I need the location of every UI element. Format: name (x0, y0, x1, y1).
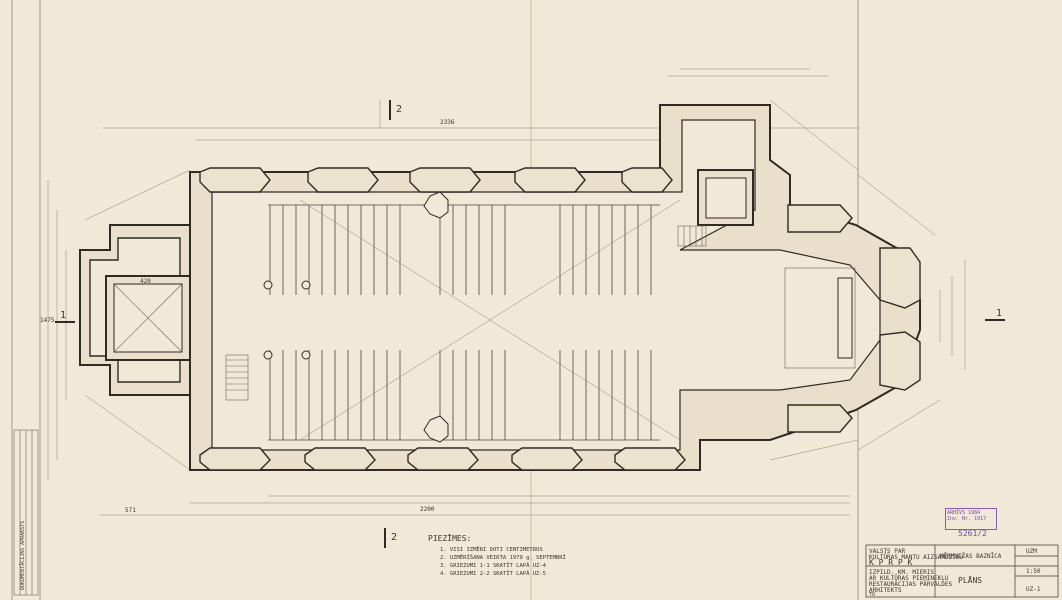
altar (837, 277, 853, 359)
north-window-bays (199, 167, 673, 193)
note-line: 2. UZMĒRĪŠANA VEIKTA 1979 g. SEPTEMBRĪ (440, 554, 566, 561)
side-strip-label: DOKUMENTĀCIJAS APRAKSTS (19, 521, 26, 590)
chancel-stair (677, 225, 707, 247)
note-line: 3. GRIEZUMI 1-1 SKATĪT LAPĀ UZ-4 (440, 562, 547, 569)
stamp-line: Inv. Nr. 1917 (947, 516, 987, 522)
org-line: VALSTS PAR (869, 548, 906, 555)
note-line: 1. VISI IZMĒRI DOTI CENTIMETROS (440, 546, 543, 553)
diagonal-construction-lines (84, 99, 941, 471)
title-block (865, 544, 1059, 598)
section-label: 2 (391, 532, 397, 543)
altar-platform (784, 267, 856, 369)
north-pews (268, 204, 660, 295)
dimension-label: 2200 (420, 506, 435, 513)
bottom-dimension-lines (100, 495, 850, 516)
south-pews (268, 350, 660, 441)
west-stair (225, 354, 249, 401)
author-line: ARHITEKTS (869, 587, 902, 594)
dimension-label: 2336 (440, 119, 455, 126)
stamp-line: ARHĪVS 1984 (947, 510, 981, 516)
south-window-bays (199, 447, 686, 471)
dimension-label: 420 (140, 278, 151, 285)
left-dimension-lines (47, 180, 67, 480)
section-label: 1 (60, 310, 66, 321)
section-marker-bottom: 2 (384, 528, 397, 548)
section-marker-right: 1 (985, 308, 1005, 321)
sheet-label: UZ-1 (1026, 586, 1041, 593)
org-line: K P R P K (869, 558, 913, 567)
section-marker-top: 2 (389, 100, 402, 120)
dimension-label: 1475 (40, 317, 55, 324)
stage-label: UZM (1026, 548, 1037, 555)
tower-diagonal (113, 283, 183, 353)
author-line: IZPILD. KM. MIERIS (869, 569, 935, 576)
section-label: 2 (396, 104, 402, 115)
section-label: 1 (996, 308, 1002, 319)
scale-label: 1:50 (1026, 568, 1041, 575)
drawing-name: PLĀNS (958, 576, 983, 585)
org-line: KULTŪRAS MANTU AIZSARDZĪBU (869, 554, 963, 561)
stamp-number: 5261/2 (958, 529, 987, 538)
nave-diagonal (299, 199, 681, 441)
archive-stamp: ARHĪVS 1984 Inv. Nr. 1917 (945, 508, 997, 530)
right-dimension-lines (939, 260, 966, 370)
columns (263, 191, 449, 443)
sacristy-interior (705, 177, 747, 219)
section-marker-left: 1 (55, 310, 75, 323)
object-name: MĒRMUIŽAS BAZNĪCA (940, 553, 1002, 560)
apse-buttresses (787, 204, 921, 433)
note-line: 4. GRIEZUMI 2-2 SKATĪT LAPĀ UZ-5 (440, 570, 546, 577)
author-line: TO (869, 592, 876, 598)
author-line: AR KULTŪRAS PIEMINEKĻU (869, 575, 949, 582)
notes-title: PIEZĪMES: (428, 533, 471, 543)
author-line: RESTAURĀCIJAS PĀRVALDES (869, 581, 953, 588)
side-strip: DOKUMENTĀCIJAS APRAKSTS (13, 429, 39, 596)
notes-block: PIEZĪMES: 1. VISI IZMĒRI DOTI CENTIMETRO… (428, 533, 566, 577)
dimension-label: 571 (125, 507, 136, 514)
